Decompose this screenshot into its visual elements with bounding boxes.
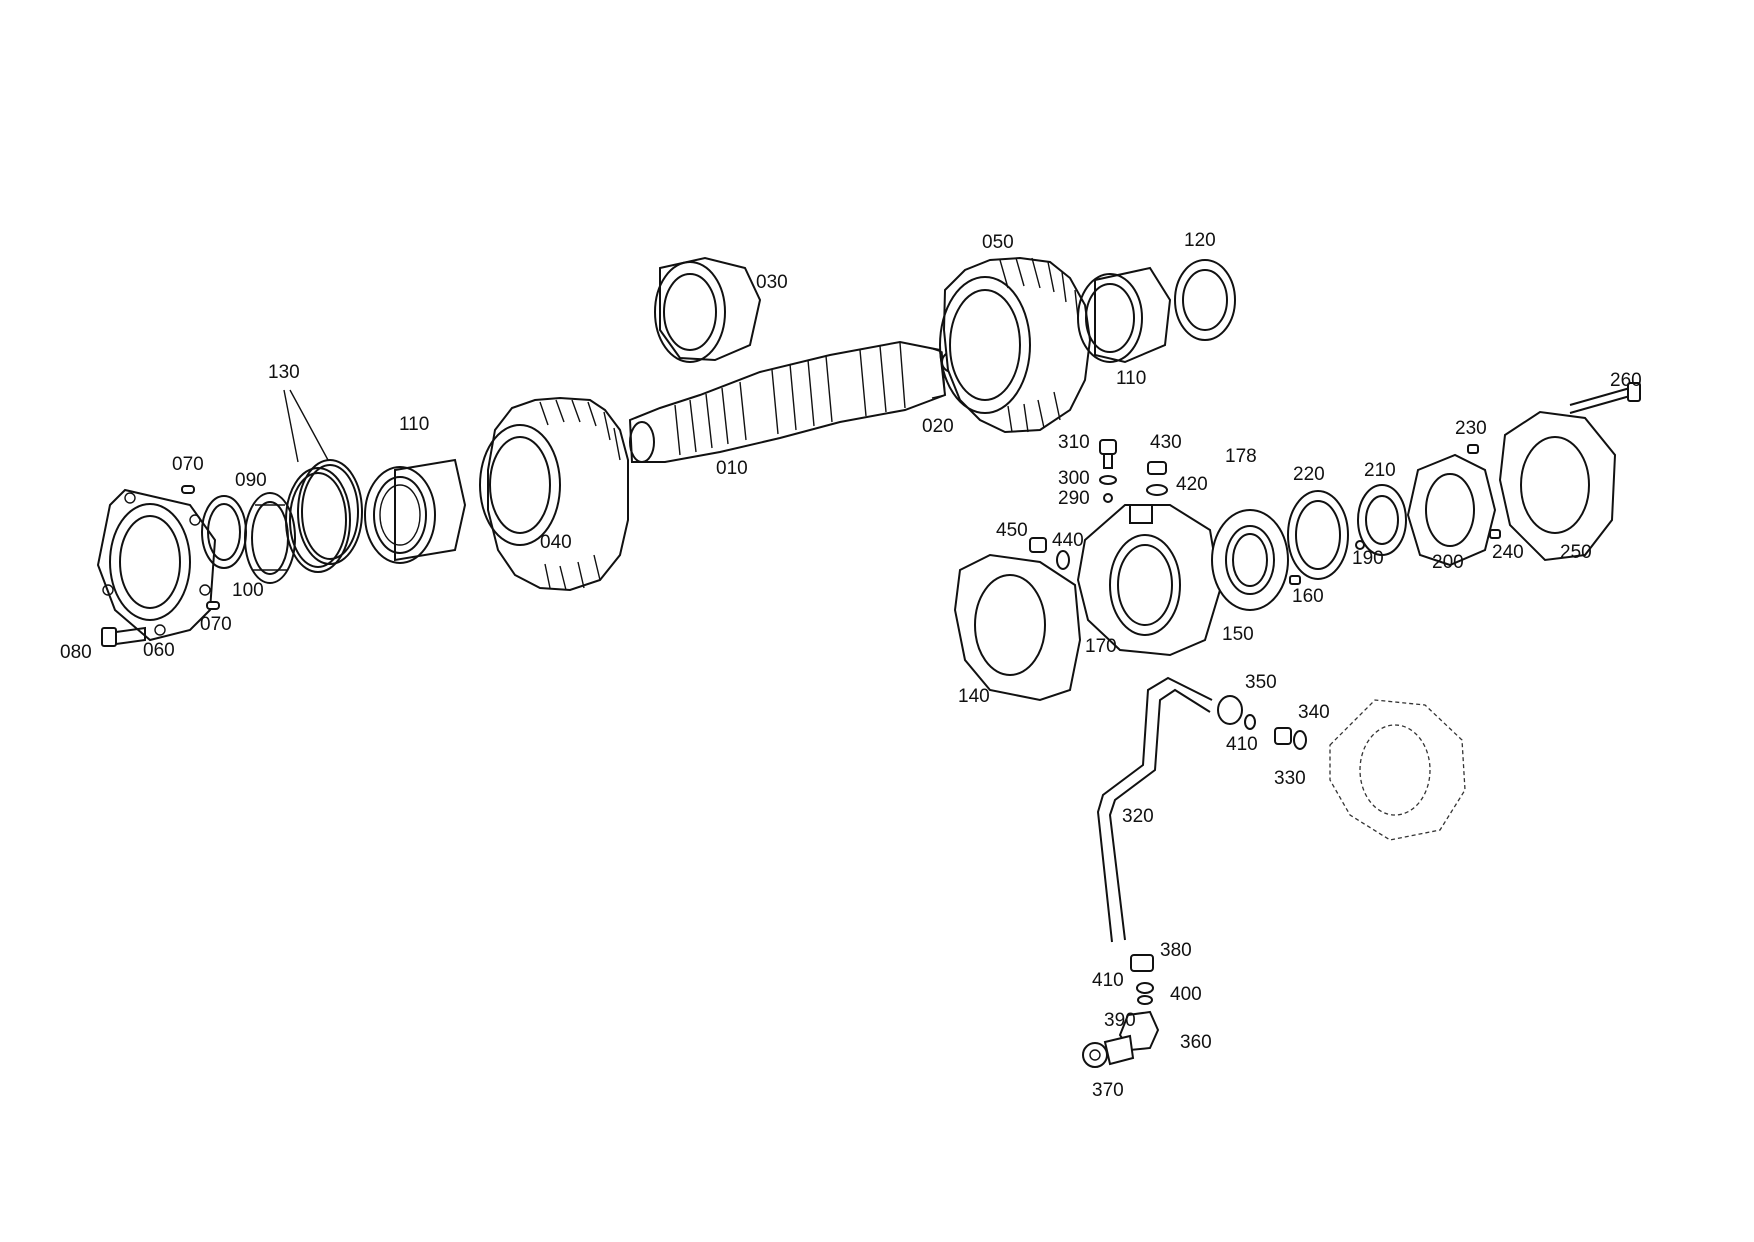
label-400: 400 (1170, 984, 1202, 1005)
main-shaft-010 (628, 340, 947, 463)
nut-350 (1217, 695, 1243, 725)
label-360: 360 (1180, 1032, 1212, 1053)
label-030: 030 (756, 272, 788, 293)
nut-380 (1130, 954, 1154, 972)
label-190: 190 (1352, 548, 1384, 569)
label-100: 100 (232, 580, 264, 601)
ring-220 (1287, 490, 1349, 580)
label-120: 120 (1184, 230, 1216, 251)
washer-330 (1293, 730, 1307, 750)
label-310: 310 (1058, 432, 1090, 453)
bearing-housing-060 (96, 488, 217, 642)
label-070-lower: 070 (200, 614, 232, 635)
leader-lines-130 (283, 389, 329, 463)
label-070-upper: 070 (172, 454, 204, 475)
bolt-260 (1569, 382, 1641, 414)
washer-420 (1146, 484, 1168, 496)
label-150: 150 (1222, 624, 1254, 645)
label-200: 200 (1432, 552, 1464, 573)
label-370: 370 (1092, 1080, 1124, 1101)
oring-290 (1103, 493, 1113, 503)
label-140: 140 (958, 686, 990, 707)
label-130: 130 (268, 362, 300, 383)
gear-050 (939, 256, 1092, 434)
label-160: 160 (1292, 586, 1324, 607)
pin-240 (1489, 529, 1501, 539)
ring-400 (1136, 982, 1154, 1005)
washer-300 (1099, 475, 1117, 485)
ring-410-upper (1244, 714, 1256, 730)
plug-450 (1029, 537, 1047, 553)
label-110-left: 110 (399, 414, 429, 435)
cover-250 (1498, 410, 1617, 562)
housing-ghost (1329, 699, 1466, 841)
seal-178 (1211, 509, 1289, 611)
bearing-110-right (1077, 266, 1172, 364)
label-040: 040 (540, 532, 572, 553)
label-340: 340 (1298, 702, 1330, 723)
label-230: 230 (1455, 418, 1487, 439)
label-300: 300 (1058, 468, 1090, 489)
ball-190 (1355, 540, 1365, 550)
label-430: 430 (1150, 432, 1182, 453)
label-440: 440 (1052, 530, 1084, 551)
washer-440 (1056, 550, 1070, 570)
label-380: 380 (1160, 940, 1192, 961)
label-260: 260 (1610, 370, 1642, 391)
pin-230 (1467, 444, 1479, 454)
gear-040 (479, 396, 629, 592)
fitting-390 (1103, 1034, 1135, 1066)
label-060: 060 (143, 640, 175, 661)
label-250: 250 (1560, 542, 1592, 563)
pump-200 (1406, 453, 1497, 567)
label-420: 420 (1176, 474, 1208, 495)
label-410-lower: 410 (1092, 970, 1124, 991)
ring-120 (1174, 259, 1236, 341)
label-320: 320 (1122, 806, 1154, 827)
label-330: 330 (1274, 768, 1306, 789)
label-290: 290 (1058, 488, 1090, 509)
label-450: 450 (996, 520, 1028, 541)
label-050: 050 (982, 232, 1014, 253)
label-350: 350 (1245, 672, 1277, 693)
nut-370 (1082, 1042, 1108, 1068)
pin-070-lower (206, 601, 220, 610)
cover-140 (953, 553, 1082, 702)
plug-430 (1147, 461, 1167, 475)
fitting-340 (1274, 727, 1292, 745)
callout-labels: 010 020 030 040 050 060 070 070 080 090 … (60, 230, 1642, 1101)
label-220: 220 (1293, 464, 1325, 485)
gear-210 (1357, 484, 1407, 556)
pin-070-upper (181, 485, 195, 494)
label-240: 240 (1492, 542, 1524, 563)
pipe-320 (1096, 676, 1213, 943)
label-080: 080 (60, 642, 92, 663)
pin-160 (1289, 575, 1301, 585)
label-410-upper: 410 (1226, 734, 1258, 755)
label-170: 170 (1085, 636, 1117, 657)
label-178: 178 (1225, 446, 1257, 467)
sleeve-030 (654, 256, 762, 363)
housing-150 (1076, 504, 1222, 657)
label-010: 010 (716, 458, 748, 479)
shims-130 (285, 459, 363, 573)
plug-310 (1099, 439, 1117, 469)
bolt-080 (101, 626, 146, 647)
label-090: 090 (235, 470, 267, 491)
label-210: 210 (1364, 460, 1396, 481)
label-110-right: 110 (1116, 368, 1146, 389)
ring-090 (201, 495, 247, 569)
label-020: 020 (922, 416, 954, 437)
label-390: 390 (1104, 1010, 1136, 1031)
bearing-110-left (364, 458, 467, 564)
